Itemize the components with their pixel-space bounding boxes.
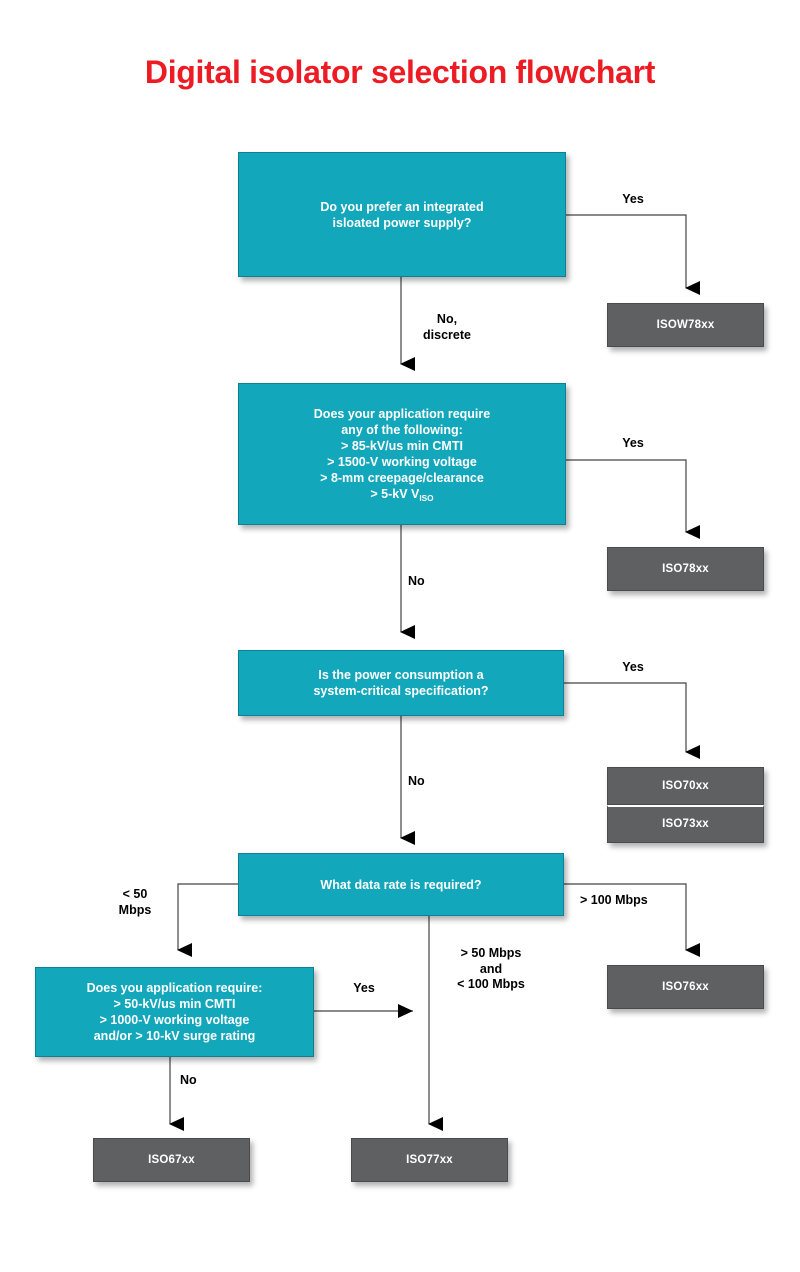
result-iso67xx[interactable]: ISO67xx: [93, 1138, 250, 1182]
result-iso78xx-label: ISO78xx: [662, 562, 709, 575]
edge-label-less-than-50-mbps: < 50 Mbps: [118, 887, 152, 917]
edge-label-yes-5: Yes: [353, 981, 375, 995]
decision-power-consumption[interactable]: Is the power consumption a system-critic…: [238, 650, 564, 716]
decision-4-text: What data rate is required?: [320, 877, 482, 892]
result-iso73xx-label: ISO73xx: [662, 818, 709, 831]
decision-integrated-power-supply[interactable]: Do you prefer an integrated isloated pow…: [238, 152, 566, 277]
result-isow78xx[interactable]: ISOW78xx: [607, 303, 764, 347]
decision-2-line-2: any of the following:: [341, 423, 463, 437]
decision-1-text: Do you prefer an integrated isloated pow…: [320, 199, 484, 230]
edge-label-greater-than-100-mbps: > 100 Mbps: [580, 893, 648, 907]
decision-2-line-6-subscript: ISO: [419, 493, 434, 503]
decision-data-rate[interactable]: What data rate is required?: [238, 853, 564, 916]
edge-label-yes-3: Yes: [622, 660, 644, 674]
decision-2-line-5: > 8-mm creepage/clearance: [320, 471, 484, 485]
decision-application-requirements[interactable]: Does your application require any of the…: [238, 383, 566, 525]
result-iso70xx[interactable]: ISO70xx: [607, 767, 764, 805]
edge-label-no-5: No: [180, 1073, 197, 1087]
result-iso73xx[interactable]: ISO73xx: [607, 805, 764, 843]
decision-2-line-1: Does your application require: [313, 407, 491, 421]
edge-d4-lt50: [177, 883, 238, 957]
edge-d4-gt100: [564, 883, 700, 957]
decision-5-text: Does you application require: > 50-kV/us…: [86, 981, 263, 1043]
decision-3-text: Is the power consumption a system-critic…: [313, 668, 489, 698]
result-iso77xx[interactable]: ISO77xx: [351, 1138, 508, 1182]
result-iso76xx[interactable]: ISO76xx: [607, 965, 764, 1009]
result-iso77xx-label: ISO77xx: [406, 1153, 453, 1166]
edge-label-yes-2: Yes: [622, 436, 644, 450]
edge-label-no-3: No: [408, 774, 425, 788]
edge-d1-yes: [566, 214, 700, 295]
result-iso78xx[interactable]: ISO78xx: [607, 547, 764, 591]
result-iso70xx-label: ISO70xx: [662, 779, 709, 792]
edge-label-yes-1: Yes: [622, 192, 644, 206]
edge-d3-yes: [564, 682, 700, 759]
decision-2-line-4: > 1500-V working voltage: [327, 455, 477, 469]
decision-2-line-6-pre: > 5-kV V: [370, 487, 420, 501]
decision-2-line-6: > 5-kV VISO: [362, 486, 441, 503]
result-isow78xx-label: ISOW78xx: [656, 318, 715, 331]
result-iso76xx-label: ISO76xx: [662, 980, 709, 993]
result-stack-iso70xx-iso73xx: ISO70xx ISO73xx: [607, 767, 764, 843]
edge-label-no-discrete: No, discrete: [423, 312, 471, 342]
edge-label-no-2: No: [408, 574, 425, 588]
page-title: Digital isolator selection flowchart: [144, 54, 656, 90]
result-iso67xx-label: ISO67xx: [148, 1153, 195, 1166]
decision-cmti-surge-requirements[interactable]: Does you application require: > 50-kV/us…: [35, 967, 314, 1057]
edge-d2-yes: [566, 459, 700, 539]
decision-2-line-3: > 85-kV/us min CMTI: [341, 439, 463, 453]
edge-label-mid-data-rate: > 50 Mbps and < 100 Mbps: [457, 946, 525, 991]
